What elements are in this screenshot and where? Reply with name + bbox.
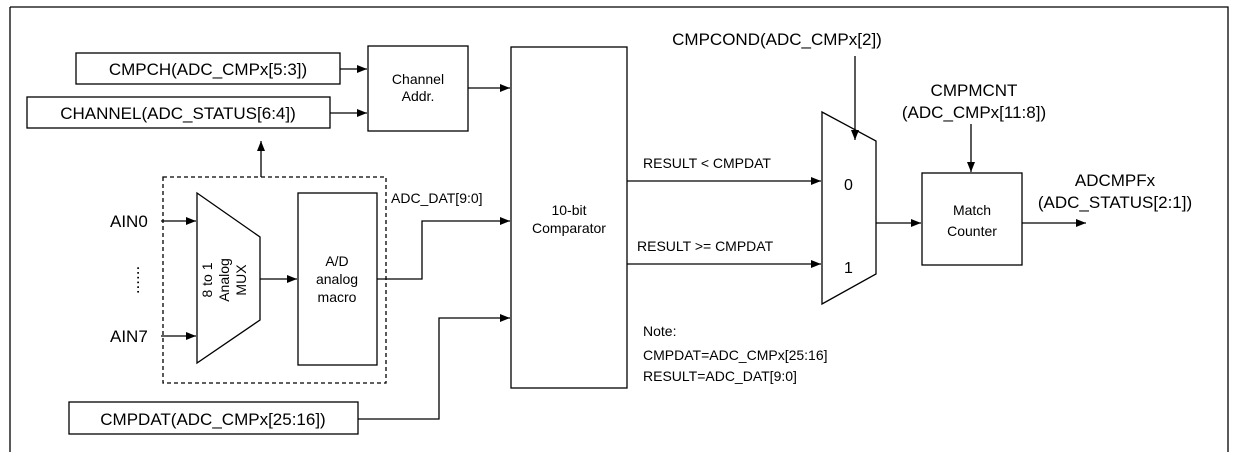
analog-mux (196, 191, 261, 365)
channel-label: CHANNEL(ADC_STATUS[6:4]) (60, 104, 296, 123)
result-lt-label: RESULT < CMPDAT (643, 155, 771, 171)
wire-cmpdat (358, 314, 510, 420)
note-title: Note: (643, 323, 676, 339)
ain7-label: AIN7 (110, 327, 148, 346)
wire-adc-dat (377, 217, 510, 280)
result-ge-label: RESULT >= CMPDAT (637, 238, 774, 254)
comparator-line2: Comparator (532, 220, 606, 236)
ain0-label: AIN0 (110, 212, 148, 231)
cmpdat-box (68, 401, 359, 435)
ad-macro-line2: analog (316, 271, 358, 287)
match-counter-line1: Match (953, 202, 991, 218)
cmpch-label: CMPCH(ADC_CMPx[5:3]) (109, 60, 307, 79)
ellipsis-label: ...... (124, 266, 143, 294)
note-line1: CMPDAT=ADC_CMPx[25:16] (643, 347, 828, 363)
mux-line1: 8 to 1 (199, 262, 215, 297)
adc-group-dashed (162, 176, 387, 384)
ad-macro-line1: A/D (325, 253, 348, 269)
note-line2: RESULT=ADC_DAT[9:0] (643, 368, 797, 384)
ad-macro-line3: macro (318, 289, 357, 305)
mux-input-0: 0 (844, 177, 853, 194)
cmpmcnt-line2: (ADC_CMPx[11:8]) (902, 103, 1046, 122)
cmpcond-label: CMPCOND(ADC_CMPx[2]) (672, 30, 882, 49)
adcmpf-line2: (ADC_STATUS[2:1]) (1038, 193, 1192, 212)
channel-addr-line2: Addr. (402, 88, 435, 104)
match-counter-line2: Counter (947, 223, 997, 239)
comparator-line1: 10-bit (551, 202, 586, 218)
channel-addr-line1: Channel (392, 71, 444, 87)
mux-line2: Analog (216, 258, 232, 302)
adcmpf-line1: ADCMPFx (1075, 171, 1156, 190)
cmpdat-label: CMPDAT(ADC_CMPx[25:16]) (100, 410, 325, 429)
cmpmcnt-line1: CMPMCNT (931, 81, 1018, 100)
match-counter-box (921, 172, 1023, 266)
adc-dat-label: ADC_DAT[9:0] (391, 190, 483, 206)
comparator-box (510, 46, 628, 389)
mux-line3: MUX (233, 264, 249, 296)
outer-frame (9, 6, 1229, 452)
mux-input-1: 1 (844, 260, 853, 277)
